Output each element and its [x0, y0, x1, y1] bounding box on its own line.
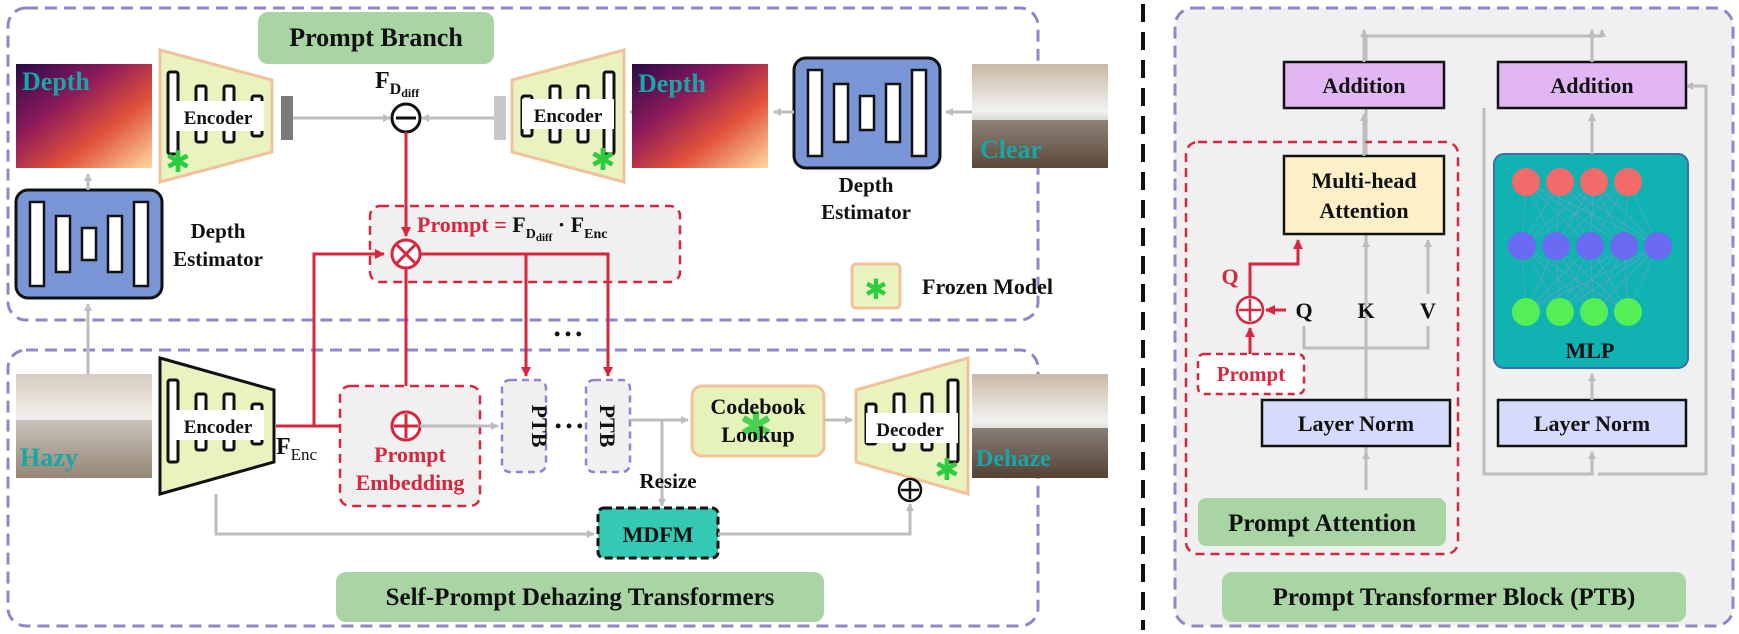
mlp-hidden-nodes [1508, 232, 1672, 260]
k-label: K [1357, 298, 1374, 323]
prompt-embedding-label: Prompt [374, 442, 446, 467]
encoder-left-label-bg [172, 101, 264, 131]
mha-label: Multi-head [1311, 168, 1416, 193]
depth-estimator-right-label-2: Estimator [821, 200, 911, 224]
v-label: V [1420, 298, 1436, 323]
depth-label-right: Depth [638, 69, 706, 98]
resize-label: Resize [639, 469, 696, 493]
depth-map-right [632, 64, 768, 168]
snowflake-icon: ✱ [739, 404, 773, 449]
residual-right [1598, 82, 1708, 476]
encoder-left-label: Encoder [184, 108, 253, 129]
arrow-mdfm-add [718, 503, 914, 536]
addition-box-left [1282, 60, 1446, 110]
q-red-label: Q [1221, 264, 1238, 289]
prompt-attention-label-bg [1198, 498, 1446, 546]
mlp-label: MLP [1566, 338, 1615, 363]
depth-estimator-left-label-2: Estimator [173, 247, 263, 271]
mlp-input-nodes [1512, 298, 1642, 326]
decoder-label-bg [866, 413, 958, 443]
feature-bar-left [281, 96, 293, 140]
ptb-title-bg [1222, 572, 1686, 622]
arrow-encoder-mdfm [214, 494, 595, 538]
ptb-box-1-label: PTB [527, 405, 552, 448]
encoder-main-label-bg [172, 410, 264, 440]
feature-bar-right [494, 96, 506, 140]
prompt-embedding-box [338, 384, 482, 508]
ptb-box-1 [500, 378, 548, 474]
mha-label-2: Attention [1319, 198, 1408, 223]
frozen-legend-swatch [850, 262, 902, 310]
layer-norm-left [1260, 398, 1452, 448]
prompt-attention-label: Prompt Attention [1228, 510, 1416, 537]
mlp-output-nodes [1512, 168, 1642, 196]
arrow-mult-ptb2 [526, 252, 613, 377]
f-ddiff-label: FDdiff [375, 68, 420, 100]
dehazing-title-bg [336, 572, 824, 622]
depth-estimator-left-bars [28, 200, 150, 288]
prompt-formula-box [368, 204, 682, 284]
ptb-title: Prompt Transformer Block (PTB) [1273, 584, 1636, 611]
depth-map-left [16, 64, 152, 168]
prompt-branch-title: Prompt Branch [289, 23, 463, 52]
f-enc-label: FEnc [276, 434, 318, 464]
hazy-image [16, 374, 152, 478]
hazy-label: Hazy [20, 443, 78, 472]
arrow-fenc-mult [312, 249, 385, 426]
addition-label-left: Addition [1322, 73, 1405, 98]
addition-label-right: Addition [1550, 73, 1633, 98]
arrow-q-mha [1248, 239, 1303, 297]
snowflake-icon: ✱ [934, 454, 959, 487]
encoder-main-label: Encoder [184, 417, 253, 438]
prompt-branch-title-bg [258, 12, 494, 64]
prompt-embedding-label-2: Embedding [356, 470, 465, 495]
frozen-legend-label: Frozen Model [922, 274, 1053, 299]
ptb-box-2 [584, 378, 632, 474]
dehazing-title: Self-Prompt Dehazing Transformers [386, 584, 775, 611]
dehaze-label: Dehaze [976, 446, 1051, 472]
decoder-label: Decoder [876, 420, 944, 441]
snowflake-icon: ✱ [165, 146, 190, 179]
ptb-box-2-label: PTB [595, 405, 620, 448]
snowflake-icon: ✱ [590, 144, 615, 177]
depth-estimator-right-bars [806, 68, 928, 158]
ellipsis-mid: • • • [555, 416, 583, 436]
codebook-label-2: Lookup [721, 422, 794, 447]
encoder-right-label: Encoder [534, 106, 603, 127]
layer-norm-right-label: Layer Norm [1534, 411, 1650, 436]
codebook-label: Codebook [710, 394, 806, 419]
depth-estimator-right-label: Depth [839, 173, 894, 197]
layer-norm-left-label: Layer Norm [1298, 411, 1414, 436]
layer-norm-right [1496, 398, 1688, 448]
q-label: Q [1295, 298, 1312, 323]
depth-estimator-left-label: Depth [191, 219, 246, 243]
prompt-formula: Prompt = FDdiff · FEnc [417, 212, 607, 244]
prompt-input-box [1196, 352, 1306, 396]
depth-label-left: Depth [22, 67, 90, 96]
encoder-right-label-bg [522, 99, 614, 129]
clear-label: Clear [980, 135, 1042, 164]
snowflake-icon: ✱ [864, 275, 887, 306]
prompt-input-label: Prompt [1217, 362, 1285, 386]
prompt-attention-region [1184, 140, 1460, 556]
mdfm-label: MDFM [623, 522, 694, 547]
ellipsis-top: • • • [554, 324, 582, 344]
